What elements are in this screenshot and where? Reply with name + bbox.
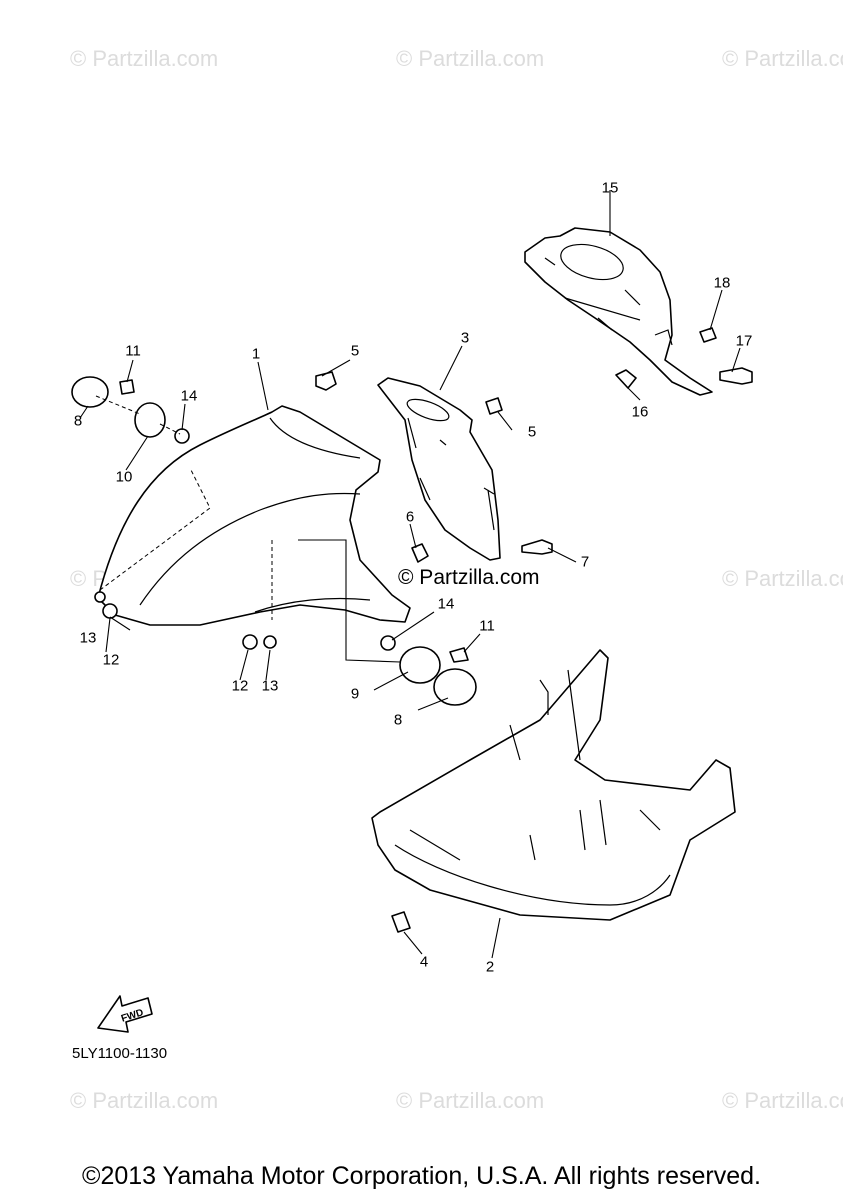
callout-9: 9 bbox=[350, 685, 360, 703]
copyright-notice: ©2013 Yamaha Motor Corporation, U.S.A. A… bbox=[82, 1162, 761, 1190]
part-7-screw bbox=[521, 539, 553, 555]
part-14-nut bbox=[174, 428, 190, 444]
callout-15: 15 bbox=[601, 179, 619, 197]
callout-17: 17 bbox=[735, 332, 753, 350]
watermark: © Partzilla.com bbox=[722, 566, 843, 591]
part-13-washer bbox=[263, 635, 277, 649]
callout-4: 4 bbox=[419, 953, 429, 971]
part-8-cap bbox=[433, 668, 477, 706]
fwd-arrow-icon: FWD bbox=[97, 995, 153, 1033]
callout-18: 18 bbox=[713, 274, 731, 292]
watermark: © Partzilla.com bbox=[396, 1088, 545, 1113]
callout-10: 10 bbox=[115, 468, 133, 486]
part-15-rear-cover bbox=[524, 227, 713, 396]
part-3-inner-panel bbox=[377, 377, 501, 561]
part-16-clip bbox=[615, 369, 637, 389]
part-4-bolt bbox=[391, 911, 411, 933]
callout-14: 14 bbox=[180, 387, 198, 405]
watermark: © Partzilla.com bbox=[396, 46, 545, 71]
callout-5: 5 bbox=[350, 342, 360, 360]
center-watermark: © Partzilla.com bbox=[398, 566, 540, 589]
callout-11: 11 bbox=[479, 617, 495, 635]
diagram-code: 5LY1100-1130 bbox=[72, 1045, 168, 1062]
part-5-bolt bbox=[485, 397, 503, 415]
callout-12: 12 bbox=[231, 677, 249, 695]
part-12-nut bbox=[102, 603, 118, 619]
callout-7: 7 bbox=[580, 553, 590, 571]
part-2-lower-cover bbox=[371, 649, 736, 921]
part-18-bolt bbox=[699, 327, 717, 343]
part-13-washer bbox=[94, 591, 106, 603]
callout-6: 6 bbox=[405, 508, 415, 526]
part-17-screw bbox=[719, 367, 753, 385]
part-14-nut bbox=[380, 635, 396, 651]
callout-1: 1 bbox=[251, 345, 261, 363]
watermark: © Partzilla.com bbox=[722, 1088, 843, 1113]
callout-5: 5 bbox=[527, 423, 537, 441]
callout-11: 11 bbox=[125, 342, 141, 360]
watermark: © Partzilla.com bbox=[722, 46, 843, 71]
callout-12: 12 bbox=[102, 651, 120, 669]
part-9-base bbox=[399, 646, 441, 684]
watermark: © Partzilla.com bbox=[70, 1088, 219, 1113]
part-11-screw bbox=[119, 379, 135, 395]
watermark: © Partzilla.com bbox=[70, 46, 219, 71]
part-5-bolt bbox=[315, 371, 337, 391]
part-1-front-fender bbox=[97, 405, 411, 626]
part-8-cap bbox=[71, 376, 109, 408]
callout-3: 3 bbox=[460, 329, 470, 347]
part-6-clip bbox=[411, 543, 429, 563]
callout-8: 8 bbox=[73, 412, 83, 430]
callout-2: 2 bbox=[485, 958, 495, 976]
part-12-nut bbox=[242, 634, 258, 650]
callout-14: 14 bbox=[437, 595, 455, 613]
callout-13: 13 bbox=[79, 629, 97, 647]
callout-13: 13 bbox=[261, 677, 279, 695]
part-10-base bbox=[134, 402, 166, 438]
callout-16: 16 bbox=[631, 403, 649, 421]
callout-8: 8 bbox=[393, 711, 403, 729]
part-11-screw bbox=[449, 647, 469, 663]
